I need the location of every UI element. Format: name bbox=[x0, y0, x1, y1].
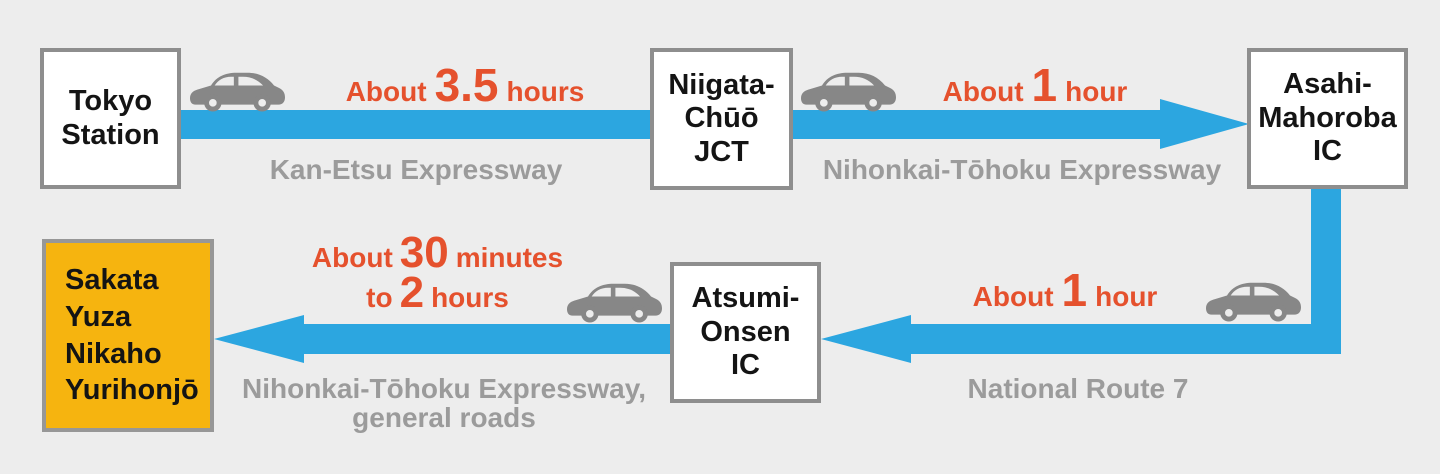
duration-label-leg1: About 3.5 hours bbox=[330, 62, 600, 108]
duration-label-leg4: About 30 minutes to 2 hours bbox=[295, 228, 580, 317]
route-bar-atsumi-to-destination bbox=[300, 324, 670, 354]
duration-unit: hour bbox=[1065, 76, 1128, 107]
duration-unit: hours bbox=[506, 76, 585, 107]
duration-value: 30 bbox=[399, 228, 449, 277]
road-label-national-route-7: National Route 7 bbox=[967, 373, 1189, 404]
road-label-nihonkai-tohoku-expressway: Nihonkai-Tōhoku Expressway bbox=[822, 154, 1222, 185]
duration-value: 2 bbox=[399, 267, 425, 317]
car-icon bbox=[801, 72, 896, 112]
duration-label-leg2: About 1 hour bbox=[915, 62, 1155, 108]
node-destination-sakata-area: Sakata Yuza Nikaho Yurihonjō bbox=[42, 239, 214, 432]
duration-value: 3.5 bbox=[434, 59, 499, 111]
route-bar-asahi-to-atsumi bbox=[905, 324, 1341, 354]
route-bar-tokyo-to-niigata bbox=[181, 110, 651, 139]
duration-prefix: About bbox=[311, 242, 393, 273]
duration-prefix: About bbox=[345, 76, 427, 107]
arrowhead-right-icon bbox=[1160, 99, 1249, 149]
duration-prefix: to bbox=[366, 281, 393, 313]
node-label: Asahi- Mahoroba IC bbox=[1258, 68, 1397, 168]
duration-label-leg3: About 1 hour bbox=[935, 267, 1195, 313]
node-atsumi-onsen-ic: Atsumi- Onsen IC bbox=[670, 262, 821, 403]
car-icon bbox=[567, 283, 662, 323]
duration-line-1: About 30 minutes bbox=[311, 228, 564, 277]
route-bar-niigata-to-asahi bbox=[792, 110, 1162, 139]
duration-prefix: About bbox=[972, 281, 1054, 312]
duration-unit: hour bbox=[1095, 281, 1158, 312]
node-label: Tokyo Station bbox=[61, 84, 160, 151]
node-asahi-mahoroba-ic: Asahi- Mahoroba IC bbox=[1247, 48, 1408, 189]
duration-prefix: About bbox=[942, 76, 1024, 107]
duration-value: 1 bbox=[1061, 264, 1088, 316]
road-label-kanetsu-expressway: Kan-Etsu Expressway bbox=[269, 154, 563, 185]
node-label: Atsumi- Onsen IC bbox=[691, 282, 800, 382]
duration-value: 1 bbox=[1031, 59, 1058, 111]
node-tokyo-station: Tokyo Station bbox=[40, 48, 181, 189]
arrowhead-left-icon bbox=[821, 315, 911, 363]
duration-unit: hours bbox=[431, 281, 509, 313]
road-label-nihonkai-tohoku-general-roads: Nihonkai-Tōhoku Expressway, general road… bbox=[241, 373, 647, 434]
car-icon bbox=[1206, 282, 1301, 322]
duration-unit: minutes bbox=[455, 242, 564, 273]
duration-line-2: to 2 hours bbox=[366, 267, 509, 317]
arrowhead-left-icon bbox=[214, 315, 304, 363]
node-niigata-chuo-jct: Niigata- Chūō JCT bbox=[650, 48, 793, 190]
node-label: Sakata Yuza Nikaho Yurihonjō bbox=[65, 264, 199, 407]
node-label: Niigata- Chūō JCT bbox=[668, 68, 775, 168]
car-icon bbox=[190, 72, 285, 112]
